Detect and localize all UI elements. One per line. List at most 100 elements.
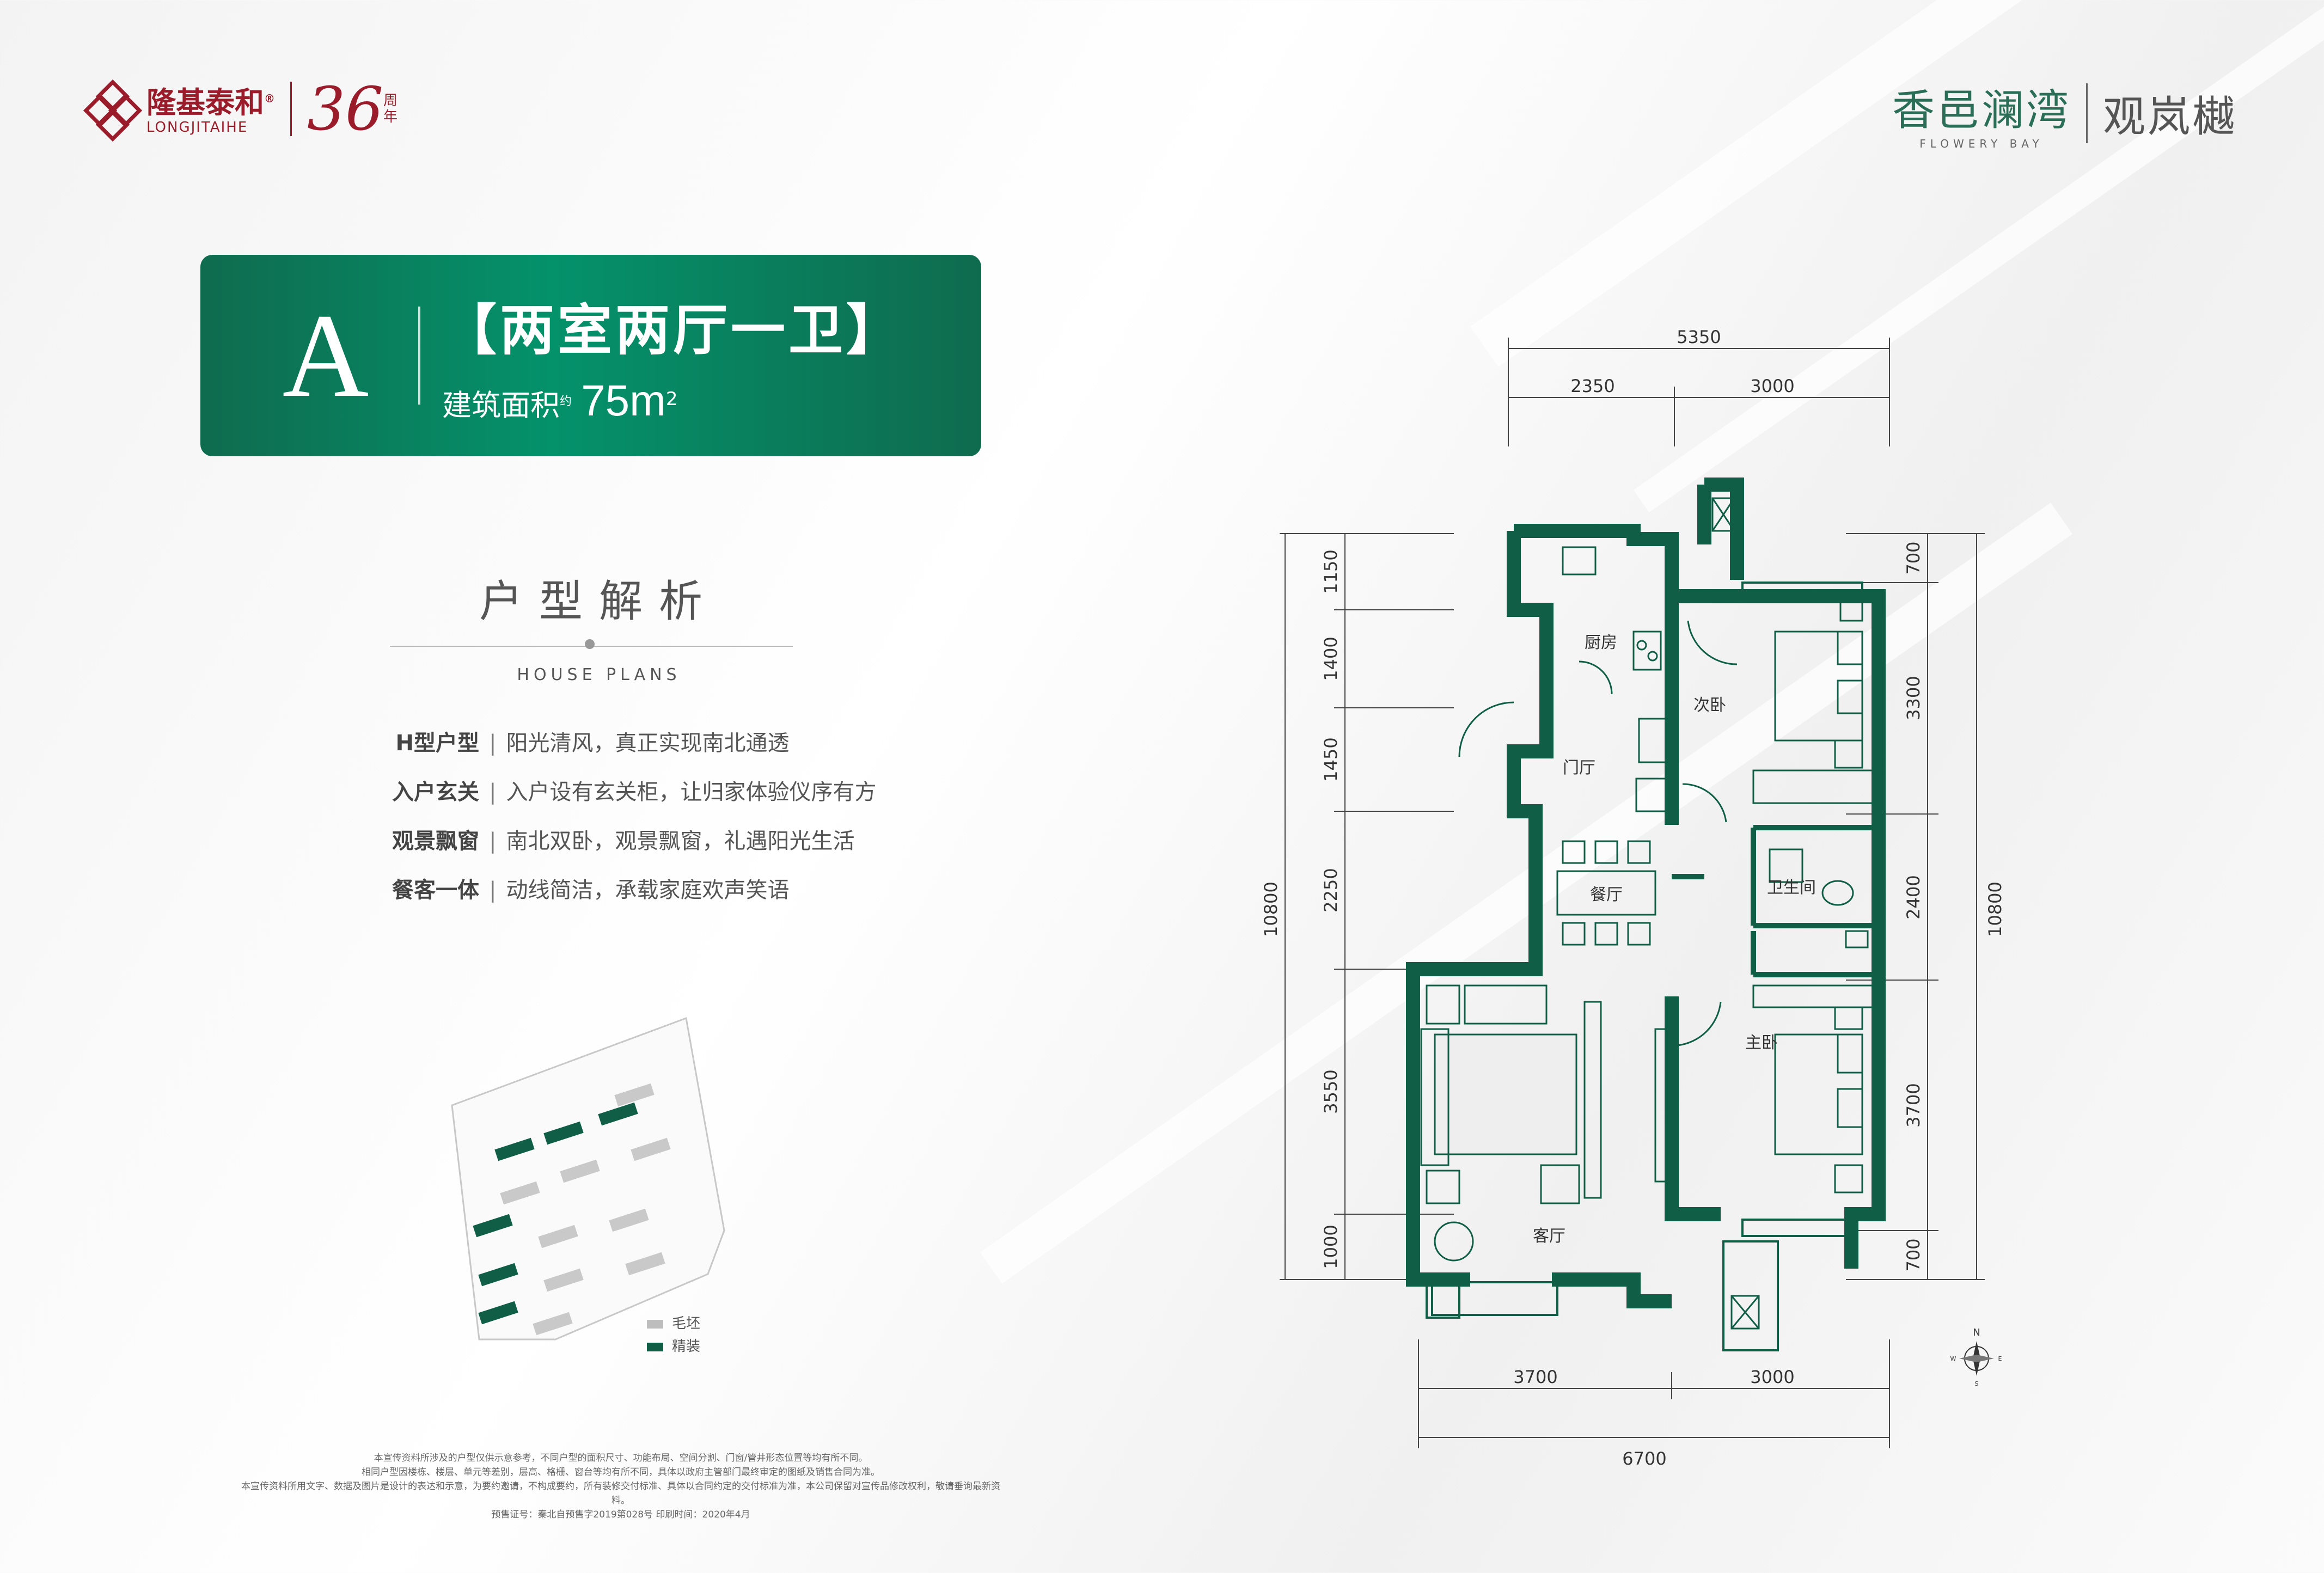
brand-name-en: LONGJITAIHE	[146, 119, 248, 136]
legend-label-raw: 毛坯	[672, 1315, 701, 1332]
registered-mark: ®	[264, 92, 275, 105]
dim-left-seg: 1150	[1320, 549, 1341, 593]
dim-top-total: 5350	[1677, 327, 1721, 347]
feature-text: 动线简洁，承载家庭欢声笑语	[506, 878, 790, 903]
kitchen-fixtures	[1562, 546, 1670, 812]
site-buildings-raw	[500, 1083, 671, 1336]
brand-name-cn: 隆基泰和	[146, 85, 264, 120]
area-value: 75m	[581, 376, 666, 425]
room-label-master-bedroom: 主卧	[1745, 1033, 1778, 1052]
area-note: 约	[560, 394, 572, 408]
compass-e: E	[1998, 1355, 2002, 1362]
dim-right-seg: 700	[1903, 1238, 1924, 1271]
legend-swatch-raw	[647, 1319, 663, 1329]
inner-walls	[1672, 825, 1879, 977]
area-unit-sup: 2	[665, 388, 678, 410]
dimension-lines	[1280, 338, 1985, 1448]
area-label: 建筑面积	[442, 388, 560, 423]
disclaimer-line: 本宣传资料所用文字、数据及图片是设计的表达和示意，为要约邀请，不构成要约，所有装…	[241, 1481, 1000, 1506]
unit-area: 建筑面积约 75m2	[442, 376, 904, 426]
dim-left-seg: 3550	[1320, 1069, 1341, 1113]
dim-bottom-total: 6700	[1622, 1448, 1666, 1469]
room-label-foyer: 门厅	[1563, 758, 1595, 778]
dimension-labels: 5350 2350 3000 3700 3000 6700 10800 1150…	[1261, 327, 2005, 1469]
unit-badge: A 【两室两厅一卫】 建筑面积约 75m2	[200, 255, 981, 456]
disclaimer: 本宣传资料所涉及的户型仅供示意参考，不同户型的面积尺寸、功能布局、空间分割、门窗…	[240, 1451, 1002, 1522]
disclaimer-line: 相同户型因楼栋、楼层、单元等差别，层高、格栅、窗台等均有所不同，具体以政府主管部…	[362, 1467, 880, 1478]
room-labels: 厨房 次卧 门厅 餐厅 卫生间 主卧 客厅	[1533, 633, 1816, 1246]
site-buildings-finished	[473, 1102, 638, 1325]
site-plan-map	[451, 1017, 725, 1341]
bay-windows	[1426, 582, 1863, 1351]
project-divider	[2086, 83, 2088, 143]
dim-left-seg: 1400	[1320, 636, 1341, 681]
feature-key: 观景飘窗	[392, 829, 479, 854]
feature-text: 南北双卧，观景飘窗，礼遇阳光生活	[506, 829, 855, 854]
doors	[1458, 620, 1738, 1183]
longjitaihe-logo-icon	[83, 79, 143, 142]
unit-layout: 【两室两厅一卫】	[442, 298, 904, 362]
compass-s: S	[1975, 1380, 1979, 1387]
anniversary-label: 周年	[383, 93, 397, 125]
dim-right-total: 10800	[1985, 882, 2005, 937]
dim-right-seg: 3300	[1903, 676, 1924, 720]
site-boundary	[451, 1017, 725, 1341]
compass-icon: N W E S	[1950, 1327, 2002, 1387]
dim-left-seg: 1000	[1320, 1225, 1341, 1269]
unit-letter: A	[282, 289, 369, 422]
brand-logo-group: 隆基泰和® LONGJITAIHE 36 周年	[83, 74, 400, 144]
legend-item-finished: 精装	[647, 1335, 700, 1358]
legend-swatch-finished	[647, 1342, 663, 1351]
shaft-boxes	[1711, 497, 1760, 1330]
feature-key: 餐客一体	[392, 878, 479, 903]
dim-top-right: 3000	[1750, 376, 1794, 396]
dim-right-seg: 2400	[1903, 875, 1924, 919]
compass-w: W	[1950, 1355, 1956, 1362]
feature-list: H型户型|阳光清风，真正实现南北通透 入户玄关|入户设有玄关柜，让归家体验仪序有…	[229, 719, 1045, 915]
room-label-bathroom: 卫生间	[1767, 878, 1816, 897]
compass-n: N	[1973, 1327, 1980, 1338]
project-name-cn: 香邑澜湾	[1892, 86, 2071, 135]
badge-divider	[418, 307, 420, 405]
dining-table	[1556, 840, 1656, 946]
living-furniture	[1420, 984, 1602, 1262]
disclaimer-line: 预售证号：秦北自预售字2019第028号 印刷时间：2020年4月	[491, 1509, 750, 1520]
dim-bottom-right: 3000	[1750, 1367, 1794, 1387]
disclaimer-line: 本宣传资料所涉及的户型仅供示意参考，不同户型的面积尺寸、功能布局、空间分割、门窗…	[374, 1453, 868, 1464]
floor-plan: 厨房 次卧 门厅 餐厅 卫生间 主卧 客厅 5350 2350 3000 370…	[1261, 327, 2005, 1469]
brand-divider	[290, 82, 292, 136]
dim-top-left: 2350	[1570, 376, 1614, 396]
dim-left-seg: 2250	[1320, 868, 1341, 912]
dim-right-seg: 3700	[1903, 1083, 1924, 1127]
dim-right-seg: 700	[1903, 541, 1924, 574]
room-label-living: 客厅	[1533, 1227, 1565, 1246]
project-sub-name: 观岚樾	[2102, 93, 2237, 142]
feature-key: 入户玄关	[392, 780, 479, 805]
project-logo-group: 香邑澜湾 FLOWERY BAY 观岚樾	[1892, 76, 2237, 150]
section-title: 户型解析	[479, 576, 719, 627]
dim-left-total: 10800	[1261, 882, 1281, 937]
second-bedroom-bed	[1752, 592, 1874, 804]
section-title-en: HOUSE PLANS	[517, 665, 681, 684]
feature-text: 阳光清风，真正实现南北通透	[506, 731, 790, 756]
feature-item: 入户玄关|入户设有玄关柜，让归家体验仪序有方	[229, 768, 1045, 817]
section-dot	[585, 639, 595, 649]
master-bedroom-bed	[1752, 984, 1874, 1193]
feature-item: 餐客一体|动线简洁，承载家庭欢声笑语	[229, 866, 1045, 915]
dim-bottom-left: 3700	[1513, 1367, 1557, 1387]
anniversary-number: 36	[307, 74, 383, 144]
room-label-dining: 餐厅	[1590, 885, 1623, 904]
feature-text: 入户设有玄关柜，让归家体验仪序有方	[506, 780, 877, 805]
room-label-second-bedroom: 次卧	[1693, 696, 1726, 715]
feature-item: 观景飘窗|南北双卧，观景飘窗，礼遇阳光生活	[229, 817, 1045, 866]
project-name-en: FLOWERY BAY	[1919, 137, 2044, 150]
dim-left-seg: 1450	[1320, 737, 1341, 781]
bathroom-fixtures	[1769, 848, 1869, 948]
brand-text: 隆基泰和® LONGJITAIHE	[139, 82, 275, 136]
room-label-kitchen: 厨房	[1585, 633, 1617, 652]
legend-label-finished: 精装	[672, 1338, 701, 1355]
site-legend: 毛坯 精装	[647, 1312, 700, 1358]
feature-key: H型户型	[395, 731, 479, 756]
feature-item: H型户型|阳光清风，真正实现南北通透	[229, 719, 1045, 768]
legend-item-raw: 毛坯	[647, 1312, 700, 1335]
